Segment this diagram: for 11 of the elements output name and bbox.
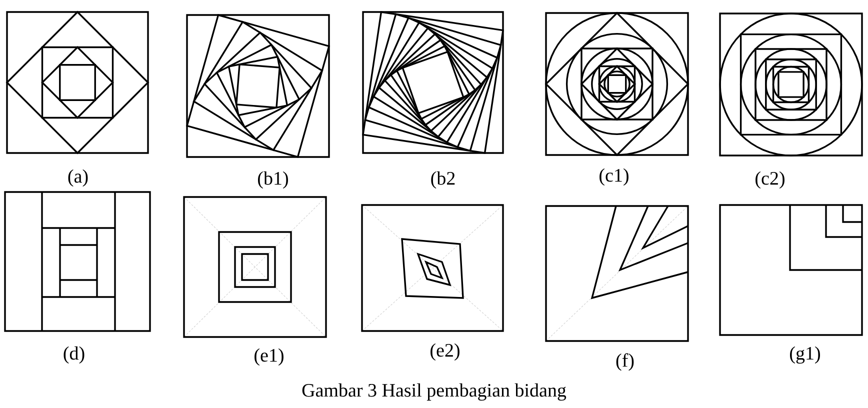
panel-label: (f) bbox=[616, 353, 634, 371]
panel-label: (g1) bbox=[790, 346, 820, 364]
panel-label: (c2) bbox=[756, 171, 784, 189]
panel-label: (a) bbox=[68, 169, 88, 187]
panel-label: (d) bbox=[64, 346, 84, 364]
caption: Gambar 3 Hasil pembagian bidang bbox=[302, 383, 566, 401]
panel-label: (e2) bbox=[430, 343, 460, 361]
panel-label: (b1) bbox=[258, 171, 288, 189]
panel-label: (e1) bbox=[254, 348, 284, 366]
panel-label: (b2 bbox=[431, 171, 455, 189]
panel-label: (c1) bbox=[600, 168, 628, 186]
